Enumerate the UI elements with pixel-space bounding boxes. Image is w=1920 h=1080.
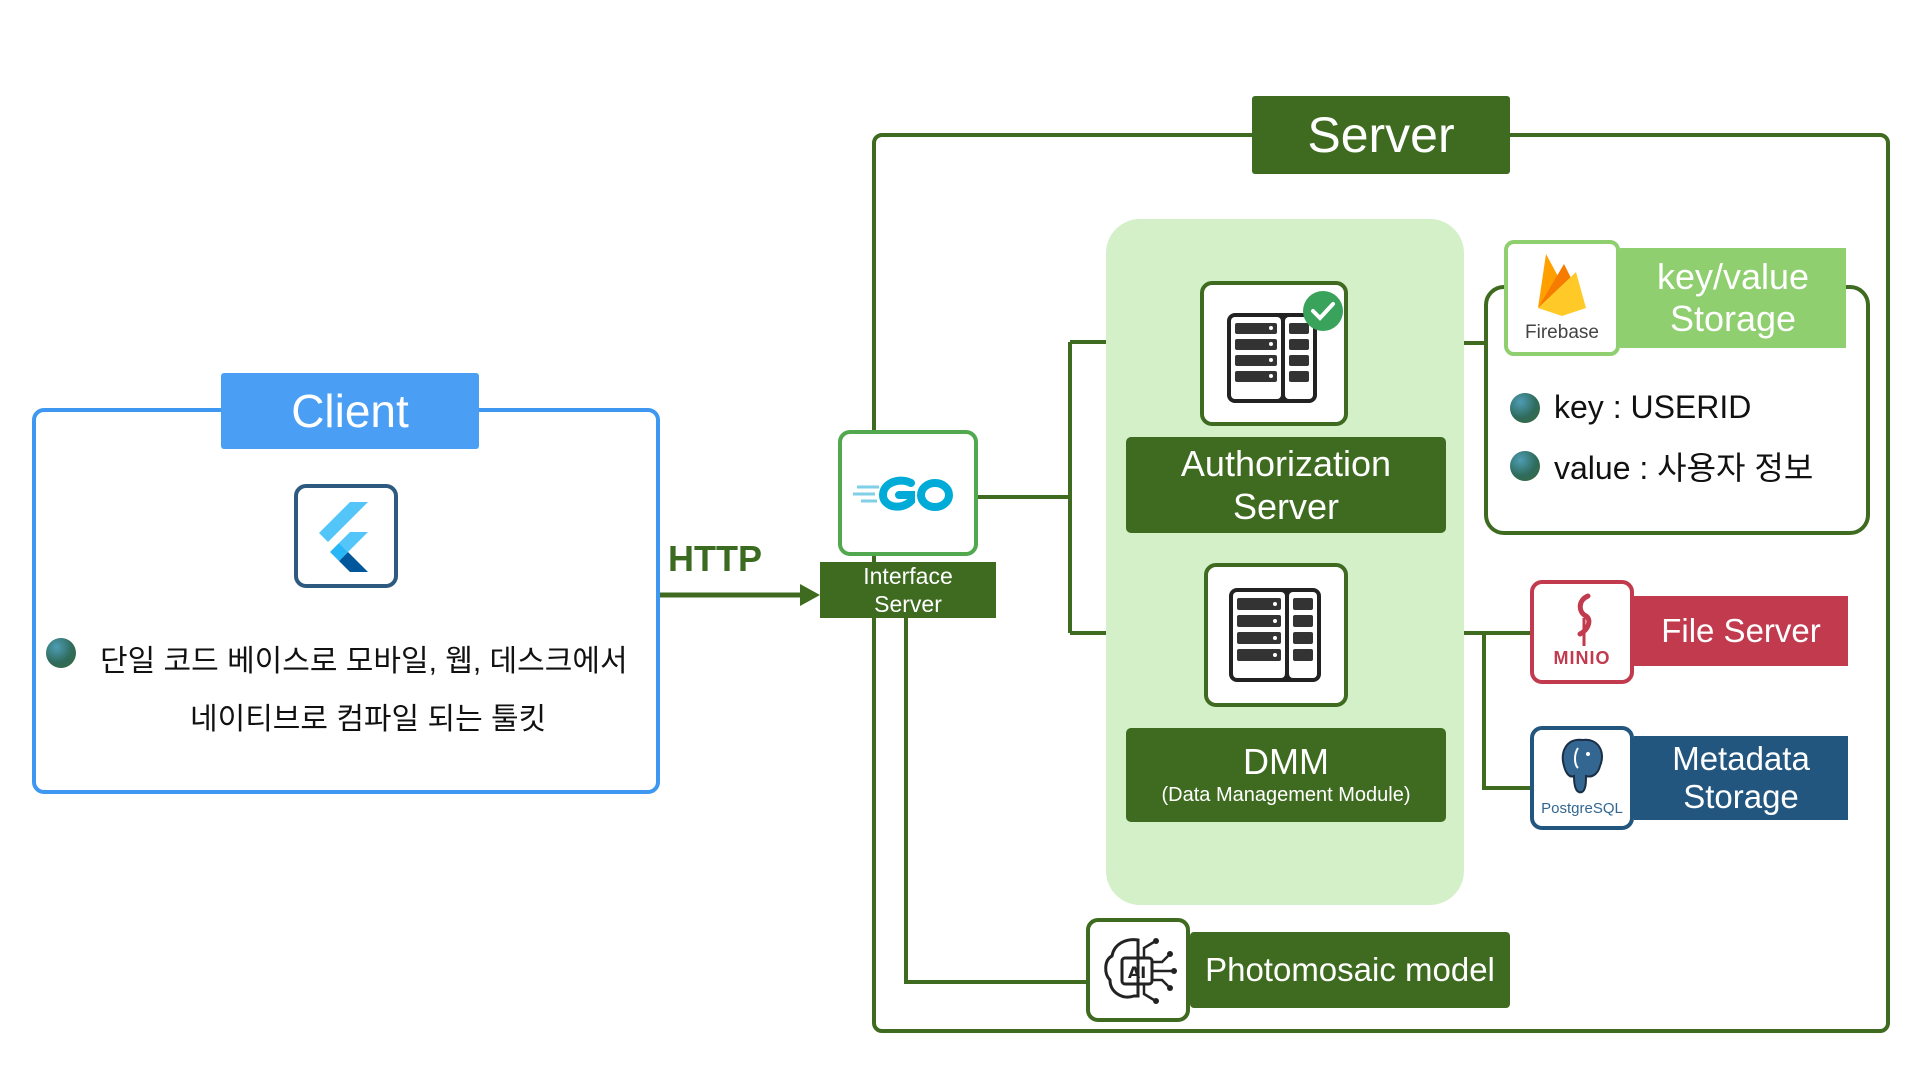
bullet-icon — [1510, 451, 1540, 481]
kv-item-value: value : 사용자 정보 — [1510, 443, 1813, 489]
auth-line1: Authorization — [1180, 443, 1392, 484]
interface-server-line1: Interface — [863, 563, 953, 589]
kv-item-key: key : USERID — [1510, 389, 1751, 426]
authorization-server-label: Authorization Server — [1126, 437, 1446, 533]
svg-text:AI: AI — [1128, 963, 1146, 982]
interface-server-label: Interface Server — [820, 562, 996, 618]
client-bullet — [46, 638, 76, 668]
dmm-subtitle: (Data Management Module) — [1161, 784, 1411, 806]
client-description-line1: 단일 코드 베이스로 모바일, 웹, 데스크에서 — [100, 645, 628, 678]
client-title: Client — [221, 373, 479, 449]
ai-brain-icon: AI — [1086, 918, 1190, 1022]
postgresql-logo-icon: PostgreSQL — [1530, 726, 1634, 830]
client-box: 단일 코드 베이스로 모바일, 웹, 데스크에서 네이티브로 컴파일 되는 툴킷 — [32, 408, 660, 794]
metadata-line2: Storage — [1683, 778, 1799, 815]
dmm-title: DMM — [1243, 741, 1329, 782]
kv-item-key-text: key : USERID — [1554, 389, 1752, 425]
minio-logo-icon: MINIO — [1530, 580, 1634, 684]
bullet-icon — [1510, 392, 1540, 423]
http-label: HTTP — [668, 538, 762, 579]
server-rack-icon — [1204, 563, 1348, 707]
server-rack-check-icon — [1200, 281, 1348, 426]
kv-item-value-text: value : 사용자 정보 — [1554, 450, 1814, 486]
photomosaic-model-label: Photomosaic model — [1190, 932, 1510, 1008]
server-title: Server — [1252, 96, 1510, 174]
kv-title-line1: key/value — [1656, 256, 1810, 297]
firebase-logo-text: Firebase — [1525, 322, 1599, 343]
file-server-label: File Server — [1634, 596, 1848, 666]
auth-line2: Server — [1232, 486, 1340, 527]
metadata-line1: Metadata — [1672, 740, 1810, 777]
postgresql-logo-text: PostgreSQL — [1541, 800, 1623, 817]
minio-logo-text: MINIO — [1553, 648, 1611, 668]
client-description-line2: 네이티브로 컴파일 되는 툴킷 — [190, 703, 547, 736]
flutter-logo-icon — [294, 484, 398, 588]
firebase-logo-icon: Firebase — [1504, 240, 1620, 356]
interface-server-line2: Server — [874, 591, 942, 617]
dmm-label: DMM (Data Management Module) — [1126, 728, 1446, 822]
kv-title-line2: Storage — [1669, 298, 1797, 339]
wire-to-postgres — [1482, 633, 1530, 790]
key-value-storage-title: key/value Storage — [1620, 248, 1846, 348]
go-logo-icon — [838, 430, 978, 556]
check-badge-icon — [1302, 290, 1344, 332]
metadata-storage-label: Metadata Storage — [1634, 736, 1848, 820]
wire-interface-to-photomosaic — [904, 618, 1086, 984]
